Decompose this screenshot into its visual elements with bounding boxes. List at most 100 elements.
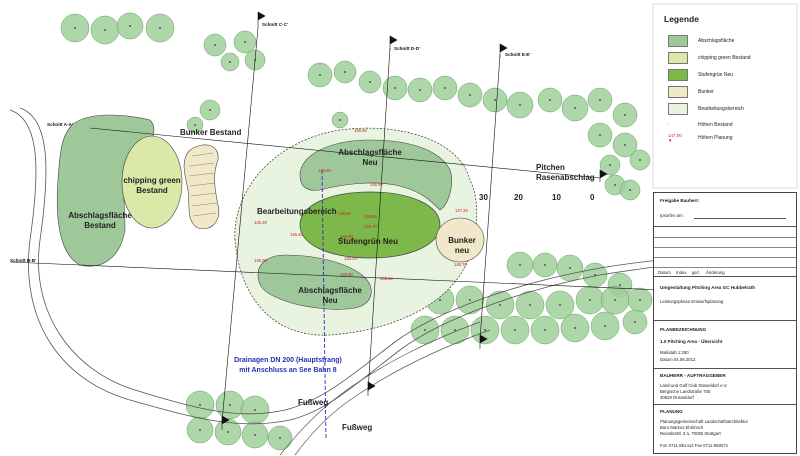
revision-table: Datum Index gez. Änderung [654, 227, 796, 277]
legend-label: Bearbeitungsbereich [698, 106, 744, 112]
scale-mark-20: 20 [514, 193, 523, 202]
revision-header: Änderung [706, 270, 725, 275]
height-label: 146.90 [370, 182, 383, 187]
tree-trunk-dot [254, 434, 256, 436]
planned-heights: 146.50 146.30 146.40 146.60 146.80 146.7… [254, 128, 468, 281]
client-heading: BAUHERR - AUFTRAGGEBER [660, 373, 726, 378]
client-line: Bergische Landstraße 700 [660, 389, 711, 394]
tree-trunk-dot [279, 437, 281, 439]
scale-mark-30: 30 [479, 193, 488, 202]
stufengruen-shape [299, 191, 441, 259]
plan-date: Datum 04.06.2012 [660, 357, 696, 362]
tree-trunk-dot [319, 74, 321, 76]
planning-contact: Fon 0711-851414 Fax 0711-850071 [660, 443, 729, 448]
tree-trunk-dot [544, 264, 546, 266]
tree-trunk-dot [159, 27, 161, 29]
tree-trunk-dot [494, 99, 496, 101]
tree-trunk-dot [209, 109, 211, 111]
drainage-line [321, 169, 327, 441]
planning-line: Büro Markus Ehrlinsch [660, 425, 704, 430]
height-label: 146.50 [318, 168, 331, 173]
height-label: 147.20 [455, 208, 468, 213]
tree-trunk-dot [227, 431, 229, 433]
tree-trunk-dot [514, 329, 516, 331]
tree-trunk-dot [194, 124, 196, 126]
tree-trunk-dot [614, 299, 616, 301]
tree-trunk-dot [574, 327, 576, 329]
revision-rule [654, 257, 796, 258]
height-label: 146.50 [354, 128, 367, 133]
height-planned-value: 147.00 [668, 133, 682, 138]
tee-new-bottom-label-2: Neu [322, 296, 337, 305]
stufengruen-label: Stufengrün Neu [338, 237, 398, 246]
height-label: 145.50 [380, 276, 393, 281]
tree-trunk-dot [369, 81, 371, 83]
section-b-label: Schnitt B-B' [10, 258, 36, 263]
section-d-label: Schnitt D-D' [394, 46, 420, 51]
bunker-hatching [188, 152, 218, 217]
client-line: Land-und Golf Club Düsseldorf e.V. [660, 383, 728, 388]
tree-trunk-dot [244, 41, 246, 43]
tree-trunk-dot [254, 409, 256, 411]
height-label: 146.00 [254, 258, 267, 263]
legend-item: Bunker [668, 85, 714, 99]
height-label: 146.20 [344, 256, 357, 261]
tree-trunk-dot [419, 89, 421, 91]
client-cell: BAUHERR - AUFTRAGGEBER Land-und Golf Clu… [654, 369, 796, 405]
revision-rule [654, 267, 796, 268]
legend-label: Höhen Planung [698, 135, 733, 141]
tree-trunk-dot [229, 61, 231, 63]
client-line: 40629 Düsseldorf [660, 395, 694, 400]
tee-existing-label-2: Bestand [84, 221, 116, 230]
tree-trunk-dot [604, 325, 606, 327]
tree-trunk-dot [469, 94, 471, 96]
legend-swatch [668, 52, 688, 64]
tree-trunk-dot [639, 159, 641, 161]
revision-rule [654, 247, 796, 248]
tree-trunk-dot [214, 44, 216, 46]
tree-trunk-dot [609, 164, 611, 166]
plan-scale: Maßstab 1:250 [660, 350, 689, 355]
section-c-label: Schnitt C-C' [262, 22, 288, 27]
release-cell: Freigabe Bauherr: Ipsorfen am [654, 193, 796, 227]
height-existing-mark: · [668, 122, 670, 128]
height-label: 146.70 [364, 224, 377, 229]
revision-header: Datum [658, 270, 671, 275]
work-area-label: Bearbeitungsbereich [257, 207, 337, 216]
tree-trunk-dot [484, 329, 486, 331]
footpath-label-1: Fußweg [298, 398, 328, 407]
tree-trunk-dot [574, 107, 576, 109]
height-label: 146.70 [454, 262, 467, 267]
pitch-label-2: Rasenabschlag [536, 173, 595, 182]
footpath-label-2: Fußweg [342, 423, 372, 432]
signature-line [694, 218, 786, 219]
plan-name: 1.0 Pitching Area - Übersicht [660, 339, 723, 344]
legend-item: 147.00▼ Höhen Planung [668, 131, 732, 145]
height-label: 146.40 [290, 232, 303, 237]
footpath-line-1 [9, 109, 661, 425]
footpath-line-2 [19, 107, 661, 415]
tree-trunk-dot [199, 429, 201, 431]
bunker-new-label-2: neu [455, 246, 469, 255]
tree-trunk-dot [444, 87, 446, 89]
tree-trunk-dot [529, 304, 531, 306]
tree-trunk-dot [129, 25, 131, 27]
chipping-green-label-1: chipping green [123, 176, 180, 185]
tree-trunk-dot [499, 304, 501, 306]
project-title: Umgestaltung Pitching Area GC Hubbelrath [660, 285, 756, 290]
legend-swatch [668, 35, 688, 47]
tree-trunk-dot [624, 144, 626, 146]
tree-trunk-dot [619, 284, 621, 286]
tree-trunk-dot [634, 321, 636, 323]
bunker-existing-label: Bunker Bestand [180, 128, 241, 137]
tree-trunk-dot [569, 267, 571, 269]
release-label: Freigabe Bauherr: [660, 198, 700, 203]
bunker-new-shape [435, 217, 485, 263]
tree-trunk-dot [624, 114, 626, 116]
pitch-label-1: Pitchen [536, 163, 565, 172]
plan-heading: PLANBEZEICHNUNG [660, 327, 707, 332]
bunker-existing-shape [183, 144, 220, 230]
planning-line: Planungsgemeinschaft Landschaftsarchitek… [660, 419, 748, 424]
tee-new-bottom-shape [257, 254, 372, 310]
